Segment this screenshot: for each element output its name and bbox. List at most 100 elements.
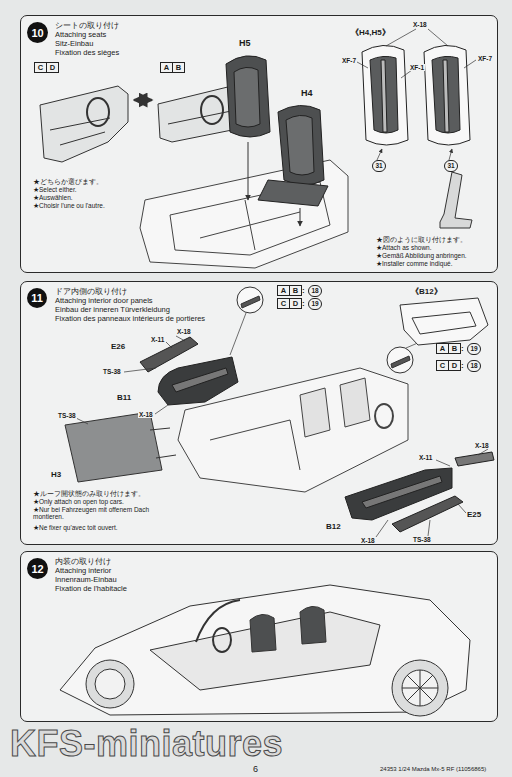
step-number: 10 — [27, 22, 48, 43]
seat-h4 — [278, 105, 324, 185]
assembly-arrow — [248, 142, 300, 226]
seat-paint-view — [362, 45, 470, 145]
leader-line — [428, 520, 430, 536]
step-heading: Fixation des sièges — [55, 48, 119, 57]
panel-ground — [20, 551, 498, 722]
leader-line — [376, 520, 388, 537]
door-panel-b12-view — [400, 298, 488, 345]
step-number-text: 12 — [31, 563, 43, 575]
part-label: X-11 — [418, 454, 433, 461]
note: ★ルーフ開状態のみ取り付けます。 — [33, 490, 145, 497]
step-heading: Innenraum-Einbau — [55, 575, 117, 584]
page-footer: 6 — [253, 764, 258, 774]
part-letter-box: D — [289, 298, 302, 309]
part-label: B12 — [325, 522, 342, 531]
callout-number: 18 — [467, 360, 481, 372]
step-number: 11 — [27, 288, 47, 308]
note: ★どちらか選びます。 — [33, 178, 103, 185]
part-label: H3 — [50, 470, 62, 479]
part-label: E26 — [110, 342, 126, 351]
assembly-arrow — [300, 208, 301, 226]
step-heading: Einbau der inneren Türverkleidung — [55, 305, 170, 314]
door-trim-e25 — [392, 496, 463, 532]
door-panel-b11 — [158, 357, 238, 405]
car-tub — [300, 388, 330, 437]
note: ★Gemäß Abbildung anbringen. — [376, 252, 467, 259]
seat-h5 — [226, 56, 270, 137]
assembled-car — [250, 614, 276, 652]
separator: : — [461, 360, 464, 371]
leader-line — [377, 149, 382, 160]
door-trim-e25 — [392, 452, 494, 532]
roof-panel-h3 — [65, 412, 162, 482]
seat-side-icon — [440, 172, 472, 228]
part-label: TS-38 — [412, 536, 432, 543]
step-heading: Fixation des panneaux intérieurs de port… — [55, 314, 205, 323]
roof-panel-h3 — [65, 412, 176, 482]
assembled-car — [60, 585, 470, 715]
assembled-car — [86, 660, 134, 708]
door-panel-b11 — [158, 357, 238, 405]
callout-number: 19 — [467, 343, 481, 355]
detail-circle — [391, 356, 410, 368]
part-label: X-11 — [150, 336, 165, 343]
callout-number: 19 — [308, 298, 322, 310]
door-panel-b12-view — [400, 298, 488, 345]
leader-line — [76, 418, 88, 424]
part-letter-box: D — [448, 360, 461, 371]
panel-ground — [20, 15, 498, 722]
door-trim-e25 — [455, 452, 494, 466]
step-number-text: 10 — [31, 27, 43, 39]
leader-line — [458, 504, 466, 513]
step-heading: Attaching interior door panels — [55, 296, 153, 305]
part-label: TS-38 — [57, 412, 77, 419]
dashboard-cd — [50, 118, 110, 145]
part-label: E25 — [466, 510, 482, 519]
part-letter-box: B — [289, 285, 302, 296]
part-label: B11 — [116, 393, 132, 402]
step-heading: ドア内側の取り付け — [55, 287, 127, 296]
watermark: KFS-miniatures — [10, 724, 283, 764]
seat-paint-view — [424, 45, 470, 145]
dashboard-cd — [40, 86, 128, 162]
separator: : — [461, 343, 464, 354]
step-heading: 内装の取り付け — [55, 557, 111, 566]
part-letter-box: B — [172, 62, 185, 73]
note: ★Select either. — [33, 186, 77, 193]
step-heading: Sitz-Einbau — [55, 39, 93, 48]
leader-line — [176, 336, 185, 341]
part-label: X-18 — [138, 411, 154, 418]
note: ★Choisir l'une ou l'autre. — [33, 202, 105, 209]
dashboard-ab — [168, 110, 236, 124]
seat-paint-view — [432, 56, 460, 133]
dashboard-cd — [40, 86, 128, 162]
seat-paint-view — [381, 60, 387, 132]
assembled-car — [213, 628, 231, 652]
swap-arrow — [134, 100, 152, 101]
part-label: TS-38 — [102, 368, 122, 375]
seat-h5 — [226, 56, 270, 137]
car-tub — [210, 420, 300, 470]
detail-circle — [230, 287, 420, 373]
seat-paint-view — [443, 60, 449, 132]
leader-line — [166, 342, 172, 348]
detail-circle — [237, 287, 263, 313]
assembled-car — [402, 670, 438, 706]
seat-side-icon — [440, 172, 472, 228]
leader-line — [436, 460, 450, 466]
note: ★Installer comme indiqué. — [376, 260, 452, 267]
note: ★Nur bei Fahrzeugen mit offenem Dach mon… — [33, 506, 151, 521]
detail-circle — [230, 313, 246, 355]
callout-number: 31 — [444, 160, 458, 172]
door-panel-b11 — [172, 368, 228, 392]
step-heading: Fixation de l'habitacle — [55, 584, 127, 593]
door-panel-b12 — [362, 476, 442, 508]
assembled-car — [95, 669, 125, 699]
detail-circle — [241, 296, 260, 308]
seat-h5 — [234, 67, 260, 127]
note: ★Attach as shown. — [376, 244, 432, 251]
part-label: X-18 — [176, 328, 192, 335]
car-tub — [340, 378, 370, 427]
